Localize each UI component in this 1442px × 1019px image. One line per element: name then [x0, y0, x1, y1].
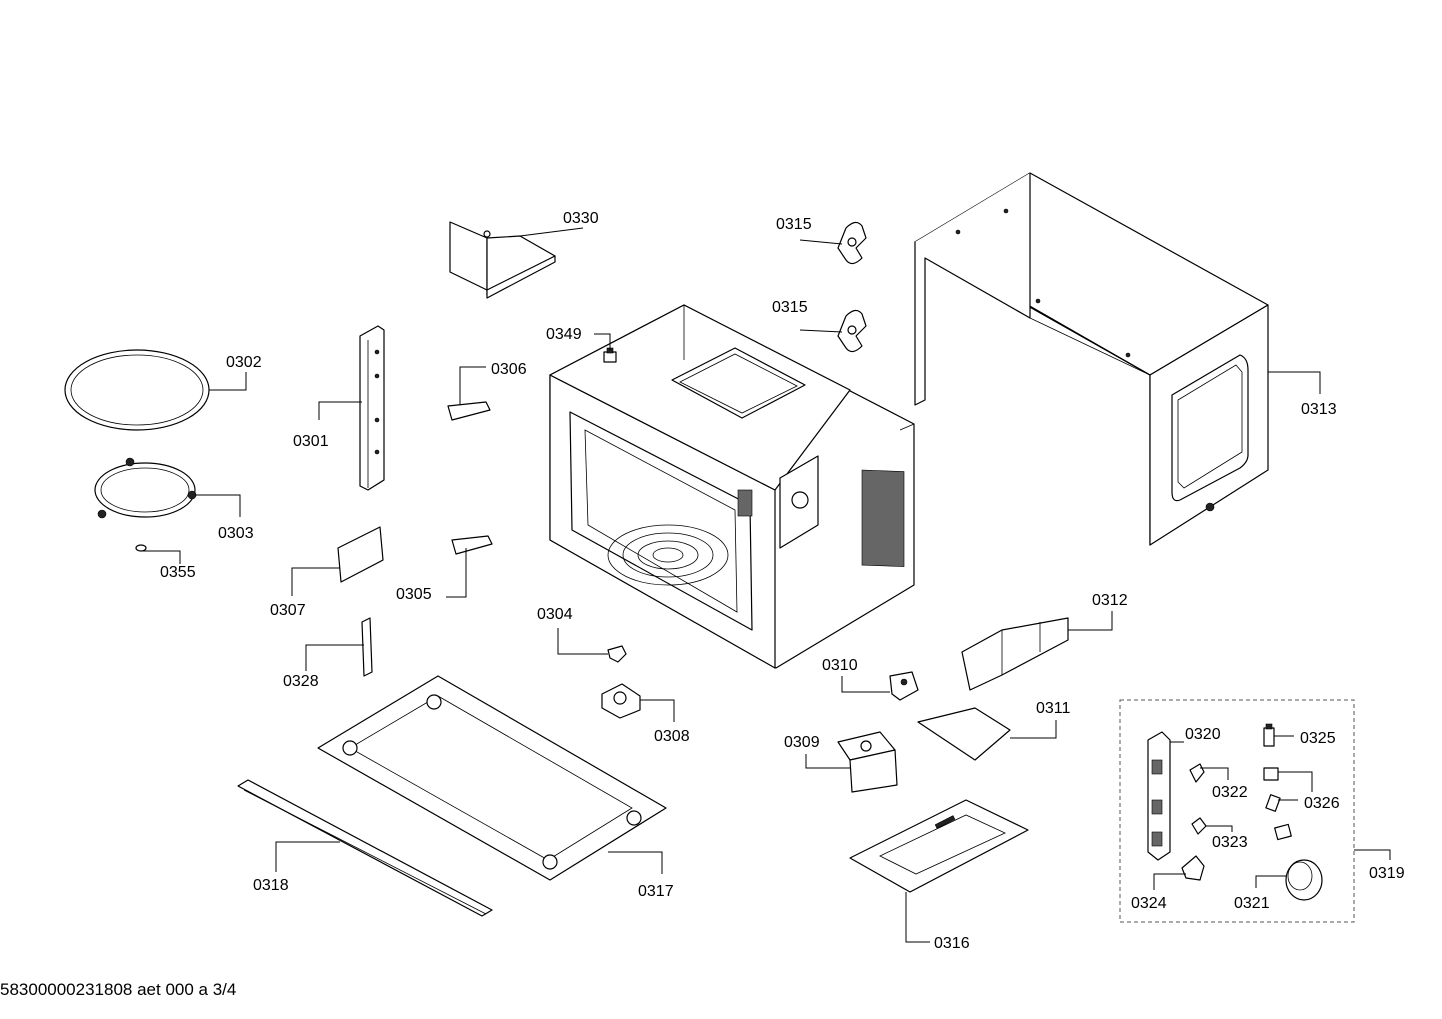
- label-0317: 0317: [638, 883, 674, 900]
- part-0330-bracket[interactable]: [449, 221, 556, 299]
- label-0303: 0303: [218, 525, 254, 542]
- part-0325-switch[interactable]: [1263, 723, 1275, 747]
- part-0313-outer-housing[interactable]: [914, 172, 1269, 546]
- part-0326-switch-b[interactable]: [1265, 794, 1281, 812]
- label-0316: 0316: [934, 935, 970, 952]
- part-0322-lever[interactable]: [1189, 763, 1205, 783]
- label-0323: 0323: [1212, 834, 1248, 851]
- label-0320: 0320: [1185, 726, 1221, 743]
- label-0312: 0312: [1092, 592, 1128, 609]
- part-0301-rail[interactable]: [359, 325, 385, 491]
- label-0307: 0307: [270, 602, 306, 619]
- label-0306: 0306: [491, 361, 527, 378]
- label-0349: 0349: [546, 326, 582, 343]
- document-id: 58300000231808 aet 000 a 3/4: [0, 980, 237, 999]
- label-0325: 0325: [1300, 730, 1336, 747]
- part-0310-fan-motor[interactable]: [889, 671, 919, 701]
- part-0311-insulation[interactable]: [917, 707, 1011, 761]
- label-0313: 0313: [1301, 401, 1337, 418]
- oven-cavity-assembly: [549, 304, 915, 669]
- label-0326: 0326: [1304, 795, 1340, 812]
- part-0320-switch-holder[interactable]: [1147, 731, 1171, 861]
- part-0317-base-tray[interactable]: [317, 675, 667, 881]
- label-0322: 0322: [1212, 784, 1248, 801]
- label-0321: 0321: [1234, 895, 1270, 912]
- part-0316-bottom-plate[interactable]: [849, 799, 1029, 893]
- part-0302-turntable-plate[interactable]: [64, 349, 210, 431]
- leader-lines: [141, 227, 1391, 943]
- label-0330: 0330: [563, 210, 599, 227]
- part-0318-front-rail[interactable]: [237, 779, 493, 917]
- label-0308: 0308: [654, 728, 690, 745]
- part-0323-lever[interactable]: [1191, 817, 1207, 835]
- part-0319-kit[interactable]: [1119, 699, 1355, 923]
- label-0315-upper: 0315: [776, 216, 812, 233]
- label-0328: 0328: [283, 673, 319, 690]
- part-0312-shield[interactable]: [961, 617, 1069, 691]
- label-0302: 0302: [226, 354, 262, 371]
- label-0318: 0318: [253, 877, 289, 894]
- label-0311: 0311: [1036, 700, 1071, 717]
- part-0324-hinge[interactable]: [1181, 855, 1205, 881]
- label-0319: 0319: [1369, 865, 1405, 882]
- label-0301: 0301: [293, 433, 329, 450]
- part-0305-bracket[interactable]: [451, 535, 493, 555]
- part-0321-knob[interactable]: [1285, 859, 1323, 901]
- part-0326-switch-a[interactable]: [1263, 767, 1279, 781]
- part-0328-strip[interactable]: [361, 617, 373, 677]
- part-0304-latch[interactable]: [607, 645, 627, 663]
- label-0309: 0309: [784, 734, 820, 751]
- part-0303-roller-ring[interactable]: [94, 457, 197, 519]
- label-0310: 0310: [822, 657, 858, 674]
- label-0315-lower: 0315: [772, 299, 808, 316]
- label-0305: 0305: [396, 586, 432, 603]
- part-0308-turntable-motor[interactable]: [601, 683, 641, 719]
- label-0355: 0355: [160, 564, 196, 581]
- label-0324: 0324: [1131, 895, 1167, 912]
- label-0304: 0304: [537, 606, 573, 623]
- part-0315-cover-upper[interactable]: [837, 221, 867, 265]
- part-0307-cover-plate[interactable]: [337, 526, 384, 583]
- part-0306-hinge-bracket[interactable]: [447, 401, 491, 421]
- part-0355-coupler[interactable]: [135, 544, 147, 552]
- part-0315-cover-lower[interactable]: [837, 309, 867, 353]
- part-0309-duct[interactable]: [837, 731, 898, 793]
- part-0326-switch-c[interactable]: [1274, 823, 1292, 841]
